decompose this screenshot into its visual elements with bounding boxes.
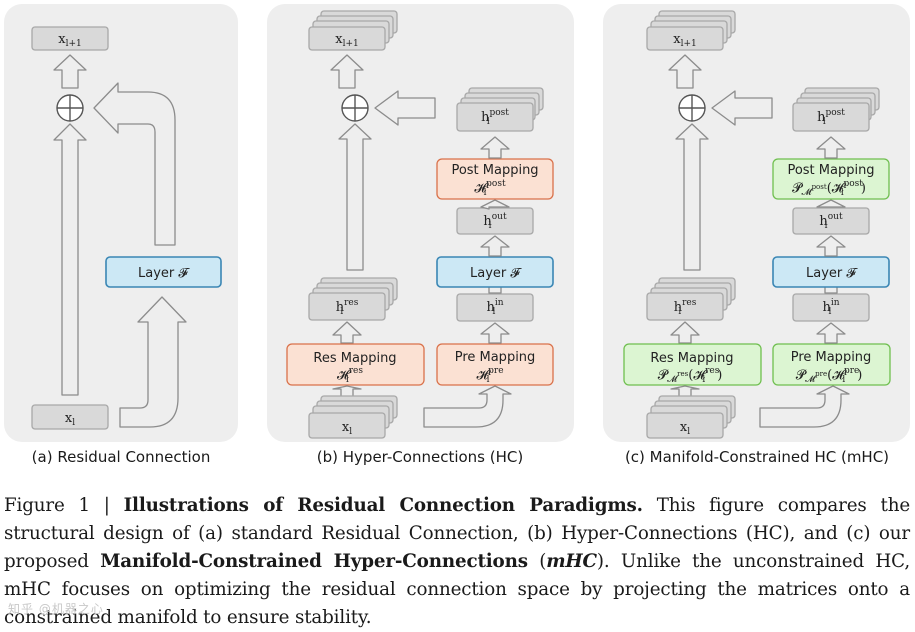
a-identity-arrow — [53, 123, 87, 396]
c-res-to-add-arrow — [675, 123, 709, 271]
c-pre-mapping-label: Pre Mapping — [791, 350, 872, 365]
c-pre-mapping-box — [772, 343, 891, 386]
b-post-mapping-box — [436, 158, 554, 200]
b-up-arrow-to-output — [330, 54, 364, 89]
c-h-out-box — [792, 207, 870, 235]
panel-a: xl+1 xl Layer 𝓕 — [31, 26, 222, 430]
c-h-res-box — [646, 292, 724, 321]
c-h-post-box — [792, 102, 870, 132]
b-res-mapping-box — [286, 343, 425, 386]
caption-prefix: Figure 1 | — [4, 495, 124, 516]
residual-paradigms-diagram: .pbg { fill:#eeeeee; } .gbox { fill:#d9d… — [4, 4, 910, 466]
c-x-out-label: xl+1 — [673, 32, 697, 49]
caption-text-1: This figure compares the structural desi… — [4, 495, 910, 572]
c-up-arrow-to-output — [668, 54, 702, 89]
a-x-in-box — [31, 404, 109, 430]
caption-bold-mhc-abbr: mHC — [546, 551, 597, 572]
watermark: 知乎 @机器之心 — [8, 602, 104, 616]
b-x-out-box — [308, 26, 386, 51]
b-layer-label: Layer 𝓕 — [470, 266, 522, 281]
c-h-in-box — [792, 293, 870, 322]
b-h-out-box — [456, 207, 534, 235]
b-h-in-box — [456, 293, 534, 322]
c-x-in-box — [646, 412, 724, 439]
b-x-in-box — [308, 412, 386, 439]
figure-caption: Figure 1 | Illustrations of Residual Con… — [4, 492, 910, 632]
b-layer-box — [436, 256, 554, 288]
a-layer-label: Layer 𝓕 — [138, 266, 190, 281]
a-input-to-layer-arrow — [119, 296, 187, 428]
c-x-out-box — [646, 26, 724, 51]
c-layer-box — [772, 256, 890, 288]
b-h-res-box — [308, 292, 386, 321]
c-res-mapping-label: Res Mapping — [650, 351, 733, 366]
a-up-arrow-to-output — [53, 54, 87, 89]
b-post-mapping-label: Post Mapping — [451, 163, 538, 178]
caption-text-3: ). Unlike the unconstrained HC, mHC focu… — [4, 551, 910, 628]
b-x-in-label: xl — [342, 420, 352, 437]
a-layer-to-add-arrow — [93, 82, 176, 246]
a-x-out-box — [31, 26, 109, 51]
a-x-in-label: xl — [65, 411, 75, 428]
a-x-out-label: xl+1 — [58, 32, 82, 49]
a-layer-box — [105, 256, 222, 288]
panel-a-label: (a) Residual Connection — [32, 448, 211, 466]
b-h-post-box — [456, 102, 534, 132]
c-post-to-add-arrow — [711, 90, 773, 126]
c-x-in-label: xl — [680, 420, 690, 437]
b-x-out-label: xl+1 — [335, 32, 359, 49]
panel-c-label: (c) Manifold-Constrained HC (mHC) — [625, 448, 889, 466]
b-pre-mapping-box — [436, 343, 554, 386]
caption-title: Illustrations of Residual Connection Par… — [123, 495, 643, 516]
c-post-mapping-box — [772, 158, 890, 200]
b-post-to-add-arrow — [374, 90, 436, 126]
c-layer-label: Layer 𝓕 — [806, 266, 858, 281]
c-input-to-pre-arrow — [759, 385, 850, 428]
b-pre-mapping-label: Pre Mapping — [455, 350, 536, 365]
caption-text-2: ( — [527, 551, 547, 572]
b-res-mapping-label: Res Mapping — [313, 351, 396, 366]
b-res-to-add-arrow — [338, 123, 372, 271]
caption-bold-mhc-name: Manifold-Constrained Hyper-Connections — [100, 551, 528, 572]
c-res-mapping-box — [623, 343, 762, 386]
b-input-to-pre-arrow — [423, 385, 512, 428]
panel-a-background — [4, 4, 238, 442]
panel-b-label: (b) Hyper-Connections (HC) — [317, 448, 523, 466]
c-post-mapping-label: Post Mapping — [787, 163, 874, 178]
